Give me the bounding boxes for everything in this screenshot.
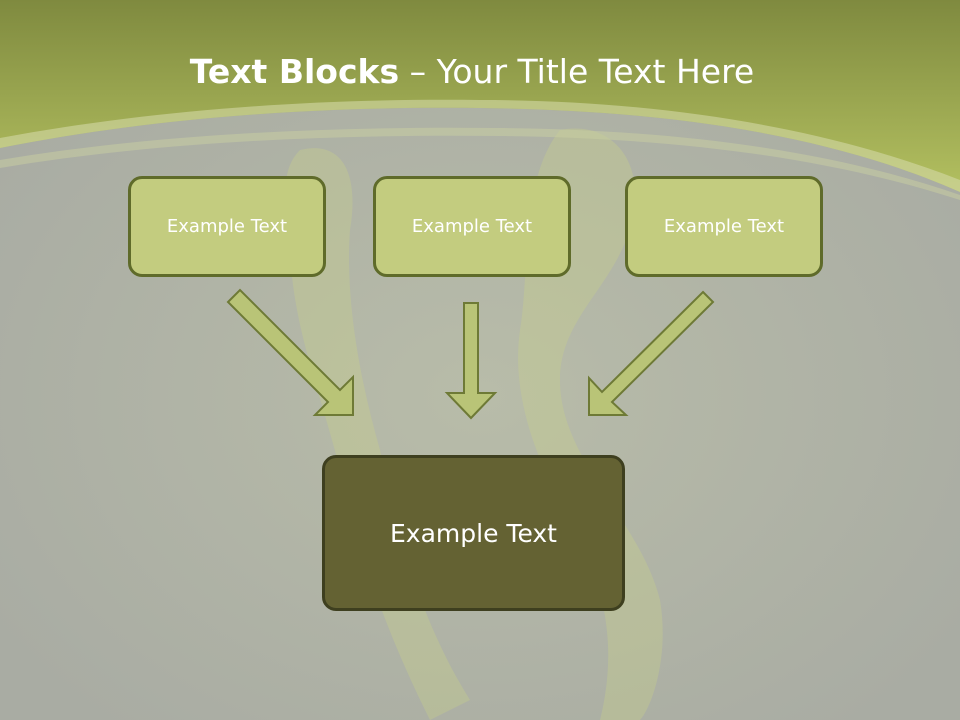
arrow-right (588, 290, 715, 416)
text-block-1-label: Example Text (166, 216, 288, 237)
header-wave (0, 99, 960, 192)
main-text-block: Example Text (322, 455, 625, 611)
text-block-2-label: Example Text (411, 216, 533, 237)
title-bold: Text Blocks (189, 52, 400, 91)
slide-title: Text Blocks – Your Title Text Here (0, 52, 944, 91)
text-block-2: Example Text (373, 176, 571, 277)
text-block-1: Example Text (128, 176, 326, 277)
title-rest: – Your Title Text Here (399, 52, 755, 91)
text-block-3-label: Example Text (663, 216, 785, 237)
arrow-left (226, 288, 354, 416)
main-text-block-label: Example Text (390, 518, 557, 548)
text-block-3: Example Text (625, 176, 823, 277)
header-band (0, 0, 960, 192)
arrow-center (444, 302, 498, 420)
